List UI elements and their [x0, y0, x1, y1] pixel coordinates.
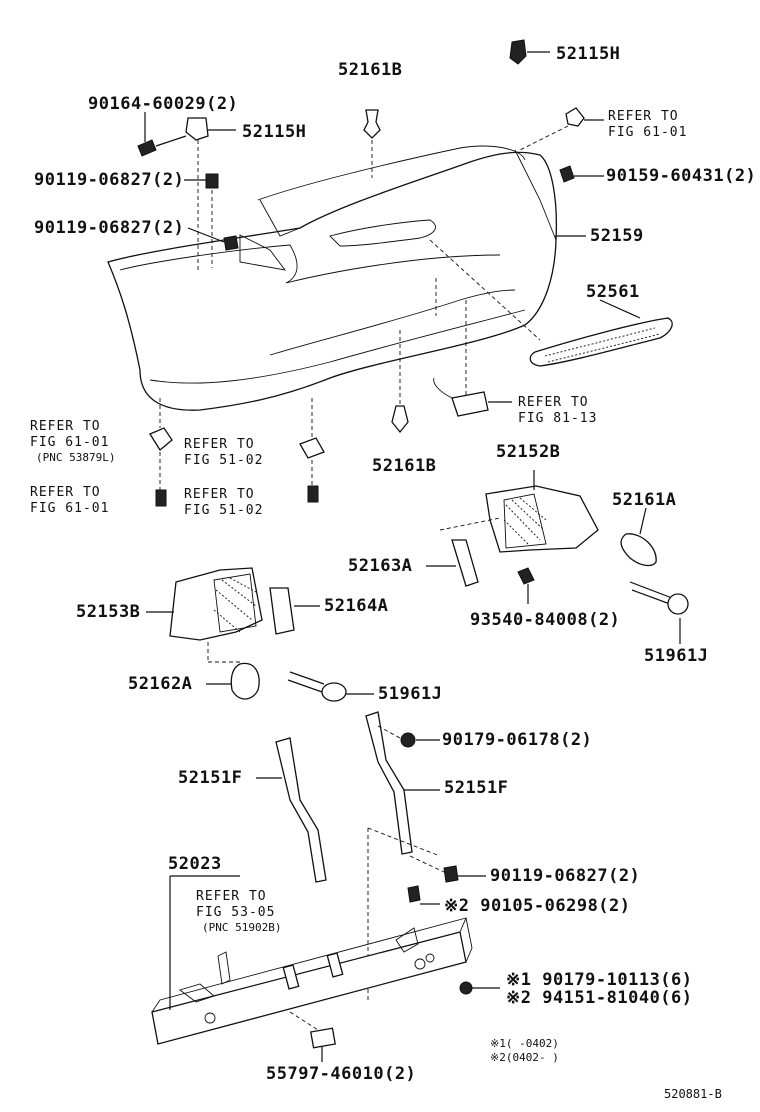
bolt-90119-a: [184, 173, 219, 189]
label-52115h-top: 52115H: [556, 44, 621, 64]
bracket-52115h-left: [185, 117, 236, 270]
label-52152b: 52152B: [496, 442, 561, 462]
bracket-52115h-top: [509, 39, 550, 65]
reinforcement-52023: [151, 875, 473, 1045]
label-52162a: 52162A: [128, 674, 193, 694]
label-90179-10113: ※1 90179-10113(6): [506, 970, 693, 990]
label-refer-53: REFER TO: [196, 889, 267, 904]
reflector-52164a: [269, 587, 320, 635]
towhook-51961j-right: [629, 581, 689, 644]
label-52161b-mid: 52161B: [372, 456, 437, 476]
label-52161a: 52161A: [612, 490, 677, 510]
label-refer-61-b-pnc: (PNC 53879L): [36, 451, 116, 464]
nut-90179-06178: [377, 725, 440, 748]
label-refer-51-a-fig: FIG 51-02: [184, 453, 264, 468]
label-52151f-left: 52151F: [178, 768, 243, 788]
label-52164a: 52164A: [324, 596, 389, 616]
label-refer-53-pnc: (PNC 51902B): [202, 921, 282, 934]
label-refer-61-c: REFER TO: [30, 485, 101, 500]
label-52023: 52023: [168, 854, 222, 874]
bracket-52151f-left: [256, 737, 327, 883]
nut-90179-10113: [459, 981, 500, 995]
label-90179-06178: 90179-06178(2): [442, 730, 593, 750]
label-refer-51-b-fig: FIG 51-02: [184, 503, 264, 518]
label-refer-61-b-fig: FIG 61-01: [30, 435, 110, 450]
cover-52162a: [206, 662, 260, 700]
label-55797: 55797-46010(2): [266, 1064, 417, 1084]
bolt-90119-b: [187, 227, 239, 251]
diagram-id: 520881-B: [664, 1087, 722, 1101]
bolt-90159: [559, 165, 604, 183]
label-refer-51-a: REFER TO: [184, 437, 255, 452]
label-90159: 90159-60431(2): [606, 166, 757, 186]
label-93540: 93540-84008(2): [470, 610, 621, 630]
label-52561: 52561: [586, 282, 640, 302]
reflector-bracket-52152b: [439, 470, 599, 553]
label-52161b-top: 52161B: [338, 60, 403, 80]
reflector-bracket-52153b: [146, 567, 263, 663]
reflector-52163a: [426, 539, 479, 587]
label-94151: ※2 94151-81040(6): [506, 988, 693, 1008]
sensor-refer-81: [433, 300, 512, 417]
label-55797: [289, 1011, 336, 1062]
label-refer-61-a: REFER TO: [608, 109, 679, 124]
label-52163a: 52163A: [348, 556, 413, 576]
grille-52561: [529, 317, 673, 367]
bumper-cover-52159: [107, 145, 558, 411]
label-51961j-left: 51961J: [378, 684, 443, 704]
label-refer-53-fig: FIG 53-05: [196, 905, 276, 920]
label-90164: 90164-60029(2): [88, 94, 239, 114]
label-90105: ※2 90105-06298(2): [444, 896, 631, 916]
clip-refer-51: [299, 398, 325, 503]
leader-52561: [599, 299, 641, 319]
clip-52161b-mid: [391, 330, 409, 434]
clip-refer-61-lower: [149, 398, 173, 507]
label-52151f-right: 52151F: [444, 778, 509, 798]
label-90119-b: 90119-06827(2): [34, 218, 185, 238]
label-52153b: 52153B: [76, 602, 141, 622]
towhook-51961j-left: [287, 671, 374, 702]
label-refer-81-fig: FIG 81-13: [518, 411, 598, 426]
clip-refer-61-top: [519, 107, 604, 151]
clip-52161b-top: [363, 109, 381, 178]
bolt-90119-c: [409, 855, 486, 883]
label-52159: 52159: [590, 226, 644, 246]
bracket-refer-53: [179, 951, 231, 1003]
label-90119-a: 90119-06827(2): [34, 170, 185, 190]
label-90119-c: 90119-06827(2): [490, 866, 641, 886]
label-51961j-right: 51961J: [644, 646, 709, 666]
label-refer-81: REFER TO: [518, 395, 589, 410]
label-52115h-left: 52115H: [242, 122, 307, 142]
bolt-90105: [395, 885, 440, 953]
label-refer-61-c-fig: FIG 61-01: [30, 501, 110, 516]
bolt-90164: [137, 112, 187, 157]
bracket-52151f-right: [365, 711, 440, 855]
label-refer-51-b: REFER TO: [184, 487, 255, 502]
label-note-1: ※1( -0402): [490, 1037, 559, 1050]
label-note-2: ※2(0402- ): [490, 1051, 559, 1064]
label-refer-61-a-fig: FIG 61-01: [608, 125, 688, 140]
label-refer-61-b: REFER TO: [30, 419, 101, 434]
cover-52161a: [620, 507, 657, 567]
bolt-93540: [517, 567, 535, 604]
dash-reinf-2: [367, 827, 441, 857]
dash-grille: [429, 239, 541, 341]
